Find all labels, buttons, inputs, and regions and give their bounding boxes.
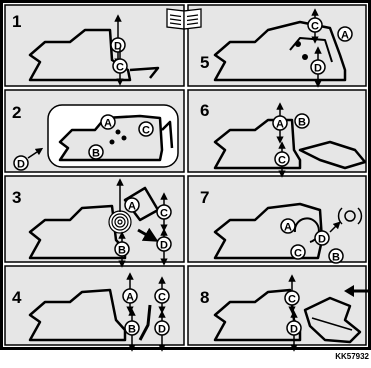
- callout-label: C: [311, 21, 319, 33]
- callout-label: D: [160, 240, 168, 252]
- callout-label: B: [92, 148, 100, 160]
- callout-label: C: [294, 248, 302, 260]
- callout-label: D: [290, 324, 298, 336]
- panel-number: 3: [12, 188, 21, 207]
- callout-label: A: [128, 201, 136, 213]
- callout-label: D: [114, 41, 122, 53]
- callout-label: A: [284, 222, 292, 234]
- bale-coil: [109, 211, 131, 233]
- panel-number: 1: [12, 12, 21, 31]
- callout-label: C: [160, 208, 168, 220]
- callout-label: A: [126, 292, 134, 304]
- panel-number: 6: [200, 101, 209, 120]
- reference-code: KK57932: [335, 352, 369, 361]
- panel-number: 4: [12, 288, 22, 307]
- callout-label: C: [158, 292, 166, 304]
- callout-label: B: [118, 245, 126, 257]
- callout-label: C: [142, 125, 150, 137]
- callout-label: A: [341, 30, 349, 42]
- callout-label: B: [298, 117, 306, 129]
- callout-label: C: [116, 62, 124, 74]
- callout-label: A: [276, 119, 284, 131]
- panel-number: 2: [12, 103, 21, 122]
- callout-label: D: [17, 159, 25, 171]
- callout-label: B: [332, 252, 340, 264]
- callout-label: B: [128, 324, 136, 336]
- callout-label: C: [278, 155, 286, 167]
- callout-label: C: [288, 294, 296, 306]
- callout-label: D: [318, 234, 326, 246]
- panel-number: 8: [200, 288, 209, 307]
- panel-number: 5: [200, 53, 209, 72]
- open-book-icon: [167, 9, 201, 29]
- callout-label: D: [158, 324, 166, 336]
- callout-label: A: [104, 118, 112, 130]
- callout-label: D: [314, 63, 322, 75]
- panel-number: 7: [200, 188, 209, 207]
